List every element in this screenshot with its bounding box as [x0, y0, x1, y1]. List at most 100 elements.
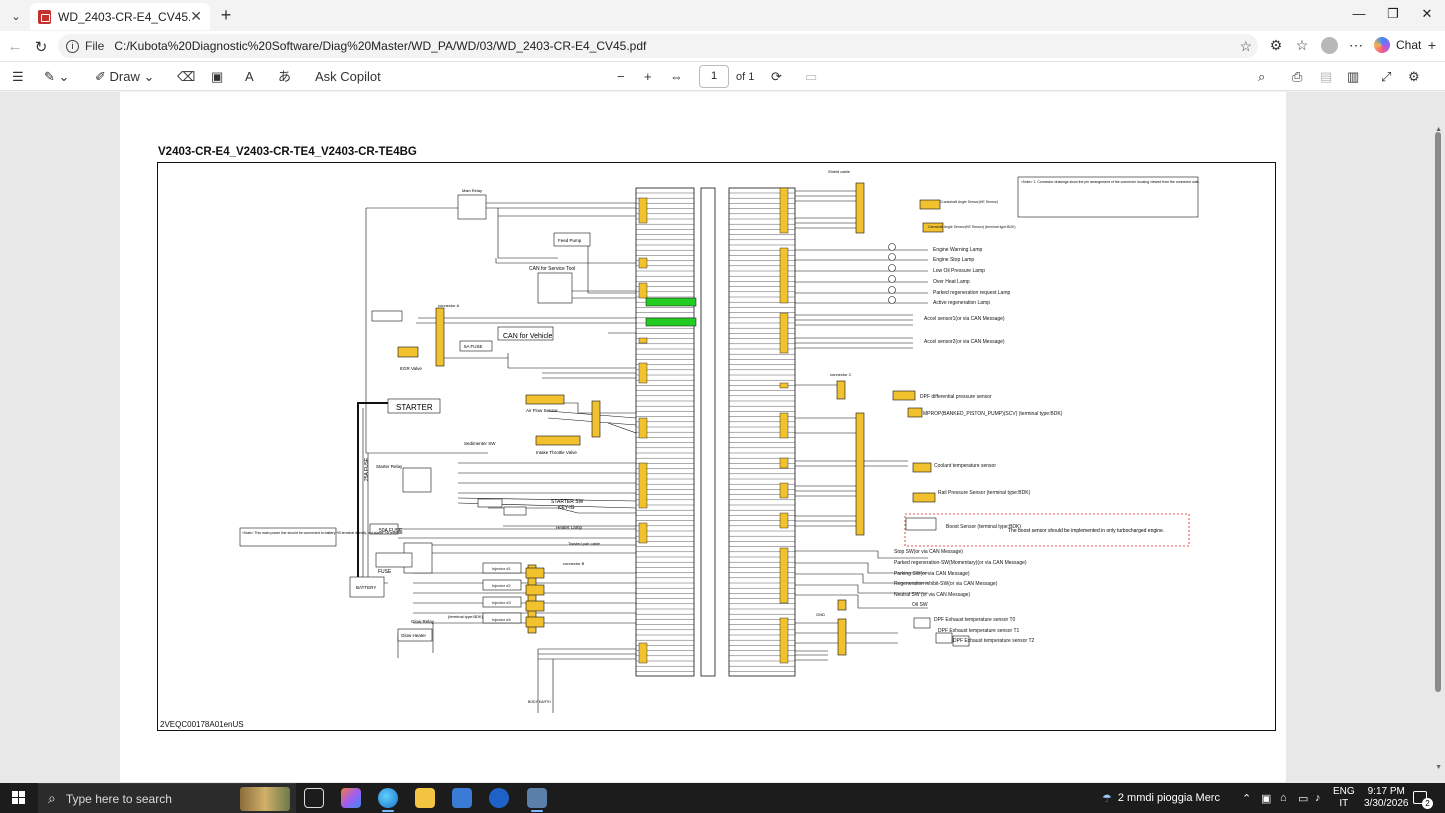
ecu-pin-block — [638, 417, 648, 439]
close-window-icon[interactable]: ✕ — [1421, 6, 1433, 21]
maximize-icon[interactable]: ❐ — [1387, 6, 1399, 21]
right-label: Parked regeneration request Lamp — [933, 290, 1010, 296]
ecu-pin-block — [779, 547, 789, 604]
network-icon[interactable]: ⌂ — [1280, 792, 1287, 804]
chat-label: Chat — [1396, 38, 1422, 52]
read-aloud-icon[interactable]: A — [245, 69, 254, 84]
right-label: Accel sensor1(or via CAN Message) — [924, 316, 1005, 322]
main-relay-label: Main Relay — [462, 188, 482, 193]
edge-taskbar-icon[interactable] — [378, 788, 398, 812]
right-label: DPF differential pressure sensor — [920, 394, 992, 400]
ecu-pin-block — [638, 642, 648, 664]
tab-close-icon[interactable]: ✕ — [190, 8, 202, 24]
tab-pdf[interactable]: WD_2403-CR-E4_CV45.pdf ✕ — [30, 3, 210, 30]
draw-button[interactable]: ✐ Draw ⌄ — [95, 69, 155, 84]
url-field[interactable]: i File C:/Kubota%20Diagnostic%20Software… — [58, 34, 1258, 58]
fit-page-icon[interactable]: ⇔ — [670, 69, 683, 84]
right-label: Camshaft Angle Sensor(HE Sensor) (termin… — [928, 225, 1016, 229]
right-label: Parking SW(or via CAN Message) — [894, 571, 970, 577]
find-icon[interactable]: ⌕ — [1258, 69, 1266, 84]
pdf-icon — [38, 9, 51, 24]
highlight-icon[interactable]: ✎ ⌄ — [44, 69, 70, 84]
page-view-icon[interactable]: ▭ — [805, 69, 818, 84]
weather-widget[interactable]: ☂ 2 mmdi pioggia Merc — [1102, 783, 1220, 813]
contents-icon[interactable]: ☰ — [12, 69, 24, 84]
right-label: Neutral SW (or via CAN Message) — [894, 592, 970, 598]
note-left-text: <Note> This main power line should be co… — [242, 531, 403, 535]
taskbar-search[interactable]: ⌕ Type here to search — [38, 783, 296, 813]
warning-lamps — [888, 243, 896, 304]
rotate-icon[interactable]: ⟳ — [771, 69, 782, 84]
windows-start-icon[interactable] — [12, 791, 25, 804]
clock[interactable]: 9:17 PM 3/30/2026 — [1364, 786, 1409, 810]
zoom-out-icon[interactable]: − — [617, 69, 625, 84]
task-view-icon[interactable] — [304, 788, 324, 808]
info-icon[interactable]: i — [66, 39, 79, 53]
zoom-in-icon[interactable]: + — [644, 69, 652, 84]
extensions-icon[interactable]: ⚙ — [1269, 37, 1283, 53]
outlook-icon[interactable] — [489, 788, 509, 808]
notification-icon[interactable] — [1413, 791, 1427, 804]
copilot-taskbar-icon[interactable] — [341, 788, 361, 808]
refresh-icon[interactable]: ↻ — [34, 39, 48, 56]
wiring-left — [362, 202, 637, 713]
wiring-diagram: STARTER CAN for Vehicle CAN for Service … — [239, 169, 1200, 713]
scroll-up-arrow[interactable]: ▲ — [1435, 126, 1442, 133]
ask-copilot-button[interactable]: Ask Copilot — [315, 69, 381, 84]
lang-primary: ENG — [1333, 786, 1355, 797]
right-label: Engine Warning Lamp — [933, 247, 983, 253]
tab-actions-icon[interactable]: ⌄ — [11, 10, 21, 23]
vertical-scrollbar[interactable] — [1435, 132, 1441, 692]
more-menu-icon[interactable]: ⋯ — [1349, 37, 1363, 53]
battery-icon[interactable]: ▭ — [1298, 792, 1309, 805]
starter-sw-label: STARTER SW — [551, 499, 584, 505]
sidebar-plus-icon[interactable]: + — [1427, 37, 1437, 53]
twisted-pair-label: Twisted pair cable — [568, 541, 601, 546]
tray-app-icon[interactable]: ▣ — [1261, 792, 1272, 805]
injector-label: Injector #1 — [492, 566, 511, 571]
right-label: Oil SW — [912, 602, 928, 608]
shield-cable-label: Shield cable — [828, 169, 851, 174]
diagmaster-taskbar-icon[interactable] — [527, 788, 547, 812]
volume-icon[interactable]: ♪ — [1315, 792, 1321, 804]
feed-pump-label: Feed Pump — [558, 238, 582, 243]
ecu-pin-block — [638, 257, 648, 269]
scroll-down-arrow[interactable]: ▼ — [1435, 764, 1442, 771]
can-service-label: CAN for Service Tool — [529, 266, 575, 272]
pdf-viewer[interactable]: V2403-CR-E4_V2403-CR-TE4_V2403-CR-TE4BG — [0, 92, 1445, 783]
settings-gear-icon[interactable]: ⚙ — [1408, 69, 1420, 84]
text-box-icon[interactable]: ▣ — [211, 69, 224, 84]
pdf-page: V2403-CR-E4_V2403-CR-TE4_V2403-CR-TE4BG — [120, 92, 1286, 782]
new-tab-icon[interactable]: + — [220, 5, 232, 25]
fuse-label: FUSE — [378, 569, 392, 575]
tab-title: WD_2403-CR-E4_CV45.pdf — [58, 9, 191, 24]
favorites-icon[interactable]: ☆ — [1295, 37, 1309, 53]
copilot-chat-button[interactable]: Chat — [1374, 37, 1421, 53]
favorite-star-icon[interactable]: ☆ — [1239, 38, 1252, 54]
ecu-pin-block — [779, 457, 789, 469]
back-icon[interactable]: ← — [7, 38, 23, 55]
boost-sensor-region — [904, 513, 1190, 547]
fullscreen-icon[interactable]: ⤢ — [1381, 69, 1392, 84]
fuse-5a-label: 5A FUSE — [464, 344, 483, 349]
injector-label: Injector #2 — [492, 583, 511, 588]
right-label: Parked regeneration-SW(Momentary)(or via… — [894, 560, 1027, 566]
battery-label: BATTERY — [356, 585, 376, 590]
ecu-pin-block — [779, 512, 789, 529]
save-icon[interactable]: ▤ — [1320, 69, 1333, 84]
store-icon[interactable] — [452, 788, 472, 808]
eraser-icon[interactable]: ⌫ — [177, 69, 196, 84]
profile-avatar[interactable] — [1321, 37, 1338, 54]
print-icon[interactable]: ⎙ — [1292, 69, 1303, 84]
tray-chevron-icon[interactable]: ⌃ — [1242, 792, 1252, 805]
translate-icon[interactable]: あ — [278, 69, 292, 84]
can-vehicle-label: CAN for Vehicle — [503, 333, 553, 340]
save-as-icon[interactable]: ▥ — [1347, 69, 1360, 84]
wiring-right — [795, 190, 928, 661]
clock-date: 3/30/2026 — [1364, 798, 1409, 809]
minimize-icon[interactable]: — — [1352, 6, 1366, 21]
file-explorer-icon[interactable] — [415, 788, 435, 808]
language-indicator[interactable]: ENG IT — [1333, 786, 1355, 810]
page-number-input[interactable]: 1 — [699, 65, 729, 88]
search-icon: ⌕ — [48, 790, 56, 806]
